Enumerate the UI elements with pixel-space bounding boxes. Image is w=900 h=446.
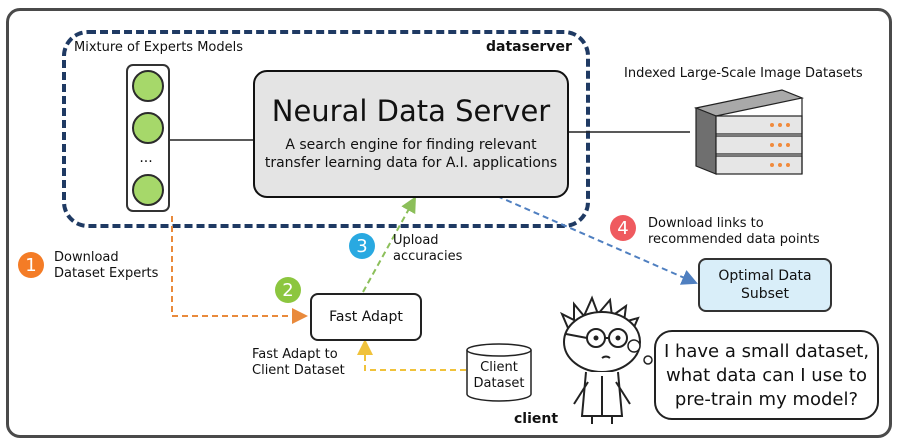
indexed-datasets-label: Indexed Large-Scale Image Datasets <box>624 66 863 81</box>
expert-model-dot <box>132 112 164 144</box>
step-1-label: Download Dataset Experts <box>54 250 159 281</box>
upload-accuracies-arrow <box>362 196 416 293</box>
expert-model-dot <box>132 174 164 206</box>
download-experts-arrow <box>171 216 308 324</box>
expert-model-dot <box>132 70 164 102</box>
speech-bubble: I have a small dataset, what data can I … <box>654 330 879 420</box>
experts-ellipsis: ... <box>139 150 153 166</box>
mixture-label: Mixture of Experts Models <box>74 40 244 55</box>
experts-panel: ... <box>126 64 170 212</box>
server-title: Neural Data Server <box>271 94 551 128</box>
step-4-label: Download links to recommended data point… <box>648 216 820 247</box>
client-dataset-arrow <box>357 339 466 371</box>
fast-adapt-caption: Fast Adapt to Client Dataset <box>252 347 345 378</box>
client-dataset-label: Client Dataset <box>473 360 525 391</box>
server-subtitle-line1: A search engine for finding relevant <box>285 137 537 153</box>
database-cylinder-icon <box>466 343 532 402</box>
step-4-badge: 4 <box>610 215 636 241</box>
outer-frame <box>6 8 892 438</box>
server-subtitle-line2: transfer learning data for A.I. applicat… <box>264 155 558 171</box>
neural-data-server-box: Neural Data Server A search engine for f… <box>253 70 569 198</box>
optimal-subset-box: Optimal Data Subset <box>698 258 832 312</box>
client-label: client <box>514 411 559 427</box>
client-avatar-icon <box>560 295 641 424</box>
step-3-badge: 3 <box>349 233 375 259</box>
speech-bubble-dots <box>627 339 653 365</box>
download-links-arrow <box>496 195 698 285</box>
step-1-badge: 1 <box>18 252 44 278</box>
dataserver-boundary <box>62 30 590 228</box>
server-rack-icon <box>693 89 805 175</box>
fast-adapt-box: Fast Adapt <box>310 293 422 341</box>
dataserver-label: dataserver <box>486 39 572 55</box>
step-3-label: Upload accuracies <box>393 233 463 264</box>
step-2-badge: 2 <box>275 277 301 303</box>
